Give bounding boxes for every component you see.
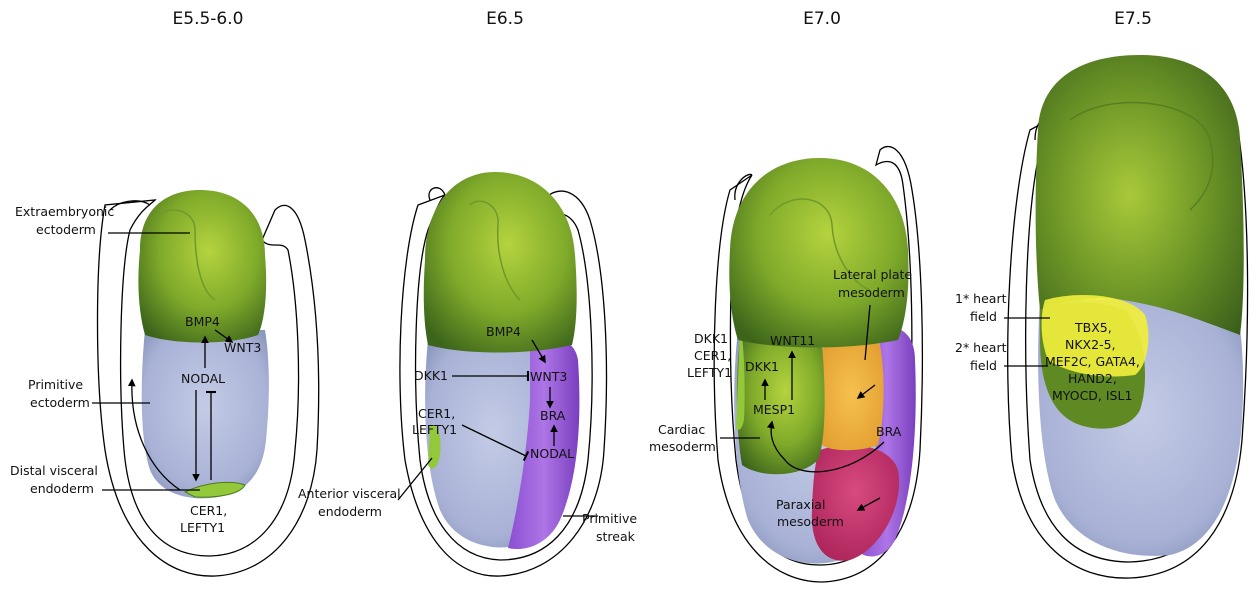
gene-dkk1-e70: DKK1 xyxy=(745,359,779,374)
extraembryonic-region xyxy=(1036,55,1244,335)
gene-nodal-e65: NODAL xyxy=(530,446,574,461)
gene-mef2c-gata4: MEF2C, GATA4, xyxy=(1045,354,1140,369)
gene-cer1-e70-left: CER1, xyxy=(694,348,731,363)
label-primitive-ectoderm: Primitive xyxy=(28,377,83,392)
embryo-e65: BMP4 DKK1 WNT3 BRA NODAL CER1, LEFTY1 An… xyxy=(298,172,637,576)
gene-dkk1-e65: DKK1 xyxy=(414,368,448,383)
label-first-heart: 1* heart xyxy=(955,291,1007,306)
label-second-heart: 2* heart xyxy=(955,340,1007,355)
stage-title-1: E5.5-6.0 xyxy=(173,9,244,29)
extraembryonic-ectoderm-region xyxy=(729,158,908,348)
label-extraembryonic-2: ectoderm xyxy=(36,222,96,237)
gene-mesp1-e70: MESP1 xyxy=(753,402,795,417)
gene-bra-e70: BRA xyxy=(876,424,902,439)
gene-lefty1-e70-left: LEFTY1 xyxy=(687,365,732,380)
gene-myocd-isl1: MYOCD, ISL1 xyxy=(1052,388,1132,403)
gene-wnt3-e65: WNT3 xyxy=(530,369,567,384)
gene-bra-e65: BRA xyxy=(540,408,566,423)
label-extraembryonic: Extraembryonic xyxy=(15,204,114,219)
gene-nodal-e55: NODAL xyxy=(181,371,225,386)
gene-nkx25: NKX2-5, xyxy=(1065,337,1116,352)
embryo-e55: Extraembryonic ectoderm Primitive ectode… xyxy=(10,190,319,576)
label-ave-2: endoderm xyxy=(318,504,382,519)
label-cardiac-2: mesoderm xyxy=(649,439,716,454)
label-lateral-plate: Lateral plate xyxy=(833,267,912,282)
gene-dkk1-e70-left: DKK1 xyxy=(694,331,728,346)
label-paraxial: Paraxial xyxy=(776,497,825,512)
embryo-e70: DKK1 CER1, LEFTY1 WNT11 DKK1 MESP1 BRA L… xyxy=(649,147,922,582)
label-dve: Distal visceral xyxy=(10,463,98,478)
gene-cer1-e65: CER1, xyxy=(418,406,455,421)
label-primitive-ectoderm-2: ectoderm xyxy=(30,395,90,410)
gene-bmp4-e55: BMP4 xyxy=(185,314,220,329)
gene-bmp4-e65: BMP4 xyxy=(486,324,521,339)
label-cardiac: Cardiac xyxy=(658,422,705,437)
gene-lefty1-e65: LEFTY1 xyxy=(412,422,457,437)
lateral-plate-mesoderm-region xyxy=(819,338,884,450)
label-ave: Anterior visceral xyxy=(298,486,401,501)
gene-tbx5: TBX5, xyxy=(1074,320,1112,335)
label-paraxial-2: mesoderm xyxy=(777,514,844,529)
stage-title-3: E7.0 xyxy=(803,9,841,29)
gene-hand2: HAND2, xyxy=(1068,371,1117,386)
gene-cer1-e55: CER1, xyxy=(190,503,227,518)
embryo-e75: 1* heart field 2* heart field TBX5, NKX2… xyxy=(955,55,1248,578)
gene-wnt11-e70: WNT11 xyxy=(770,333,815,348)
stage-title-2: E6.5 xyxy=(486,9,524,29)
label-second-heart-2: field xyxy=(970,358,997,373)
label-dve-2: endoderm xyxy=(30,481,94,496)
label-lateral-plate-2: mesoderm xyxy=(838,285,905,300)
stage-title-4: E7.5 xyxy=(1114,9,1152,29)
label-streak: Primitive xyxy=(582,511,637,526)
label-first-heart-2: field xyxy=(970,309,997,324)
label-streak-2: streak xyxy=(596,529,636,544)
gene-lefty1-e55: LEFTY1 xyxy=(180,520,225,535)
gene-wnt3-e55: WNT3 xyxy=(224,340,261,355)
